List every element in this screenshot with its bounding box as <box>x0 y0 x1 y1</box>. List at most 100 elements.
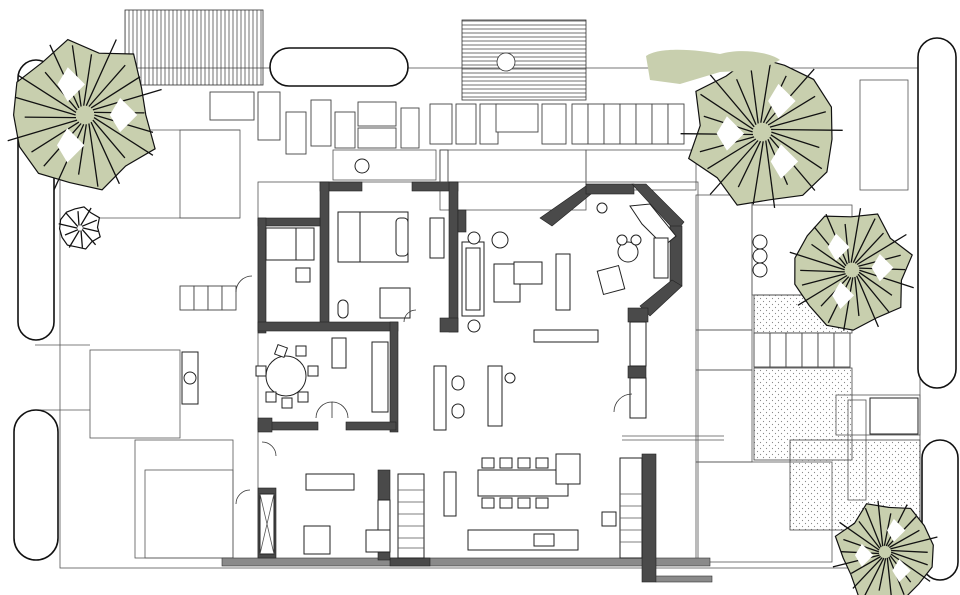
door-swings <box>235 275 724 505</box>
tree-top-left-branch <box>85 39 117 106</box>
tree-mid-right <box>789 208 914 331</box>
tree-top-right <box>680 54 843 208</box>
tree-small-left-branch <box>81 228 97 246</box>
tree-mid-right-branch <box>852 218 876 263</box>
tree-top-right-branch <box>771 131 820 149</box>
tree-mid-right-branch <box>844 223 850 264</box>
tree-small-left <box>58 206 101 250</box>
tree-mid-right-gap <box>832 281 855 310</box>
tree-mid-right-branch <box>854 276 860 317</box>
tree-top-right-branch <box>770 134 823 170</box>
tree-small-left-branch <box>80 207 92 226</box>
tree-top-right-branch <box>770 128 843 131</box>
tree-mid-right-gap <box>827 233 850 261</box>
tree-mid-right-branch <box>856 233 907 266</box>
tree-mid-right-branch <box>801 273 846 286</box>
tree-small-left-branch <box>64 229 79 236</box>
tree-top-right-branch <box>760 61 772 123</box>
tree-mid-right-branch <box>858 271 893 296</box>
tree-top-left-branch <box>90 76 141 109</box>
building-walls <box>221 149 713 583</box>
hedge-left-lower <box>13 409 59 561</box>
tree-mid-right-crown <box>794 213 913 331</box>
tree-bottom-right <box>832 500 938 595</box>
tree-top-left-branch <box>90 121 120 185</box>
tree-top-left-branch <box>14 96 76 116</box>
tree-top-right-branch <box>707 138 757 170</box>
tree-top-left-gap <box>57 67 85 102</box>
tree-mid-right-gap <box>871 254 894 282</box>
tree-mid-right-branch <box>811 243 846 269</box>
tree-mid-right-branch <box>800 269 845 273</box>
tree-bottom-right-gap <box>886 518 906 542</box>
tree-mid-right-branch <box>797 274 848 306</box>
tree-small-left-branch <box>77 211 80 226</box>
tree-bottom-right-branch <box>858 521 881 549</box>
tree-top-left-branch <box>71 45 82 107</box>
tree-top-left-branch <box>24 116 77 119</box>
tree-top-right-branch <box>737 140 762 188</box>
tree-bottom-right-branch <box>886 557 892 595</box>
tree-top-left-branch <box>93 117 154 156</box>
tree-top-right-branch <box>709 140 759 195</box>
tree-bottom-right-branch <box>877 500 884 547</box>
tree-top-right-branch <box>752 141 764 205</box>
tree-bottom-right-branch <box>888 529 920 549</box>
tree-mid-right-branch <box>859 269 914 289</box>
stepping-stones <box>179 91 851 368</box>
tree-top-right-gap <box>716 116 745 151</box>
tree-bottom-right-branch <box>890 553 931 582</box>
tree-top-right-branch <box>700 93 754 130</box>
tree-bottom-right-branch <box>891 549 928 553</box>
tree-bottom-right-branch <box>890 551 928 566</box>
tree-bottom-right-branch <box>852 557 883 589</box>
tree-top-left-gap <box>56 128 85 163</box>
tree-bottom-right-branch <box>890 536 938 550</box>
tree-top-left-gap <box>109 97 138 133</box>
stairs-left <box>397 473 425 559</box>
tree-top-left-branch <box>44 71 78 111</box>
tree-bottom-right-gap <box>854 543 874 567</box>
tree-top-right-branch <box>765 140 776 208</box>
tree-top-right-branch <box>709 74 755 128</box>
tree-top-left-branch <box>92 119 126 159</box>
tree-top-left-branch <box>88 64 126 107</box>
tree-bottom-right-branch <box>864 507 882 548</box>
tree-small-left-branch <box>65 212 79 228</box>
tree-top-left-branch <box>31 121 80 153</box>
tree-mid-right-branch <box>854 232 884 264</box>
tree-bottom-right-branch <box>864 557 885 595</box>
tree-mid-right-branch <box>856 275 879 328</box>
tree-top-right-branch <box>769 111 826 128</box>
hedge-right-vertical <box>917 37 957 389</box>
tree-top-left-branch <box>92 88 162 111</box>
tree-mid-right-branch <box>843 277 854 331</box>
tree-mid-right-branch <box>789 251 845 271</box>
tree-bottom-right-branch <box>850 555 882 574</box>
hedge-top-short <box>269 47 409 87</box>
tree-top-left-branch <box>83 54 93 106</box>
trees <box>7 38 938 595</box>
tree-top-left-branch <box>17 74 77 113</box>
tree-bottom-right-branch <box>832 554 880 568</box>
tree-mid-right-branch <box>857 273 890 313</box>
shrub-top-right <box>646 49 780 84</box>
tree-top-right-branch <box>767 95 816 126</box>
tree-small-left-branch <box>80 230 84 248</box>
tree-small-left-branch <box>82 227 99 233</box>
tree-top-right-crown <box>687 55 833 206</box>
tree-bottom-right-gap <box>892 559 911 583</box>
tree-top-right-gap <box>768 83 796 119</box>
tree-small-left-branch <box>81 219 98 227</box>
tree-bottom-right-branch <box>839 521 880 551</box>
tree-top-right-gap <box>770 144 799 179</box>
stairs-right <box>619 457 643 559</box>
tree-small-left-branch <box>58 223 78 229</box>
tree-small-left-branch <box>68 230 80 248</box>
tree-top-left-branch <box>7 119 78 142</box>
furniture <box>181 158 919 559</box>
tree-top-right-branch <box>736 79 757 126</box>
tree-top-left <box>7 38 162 191</box>
paving <box>124 9 921 531</box>
